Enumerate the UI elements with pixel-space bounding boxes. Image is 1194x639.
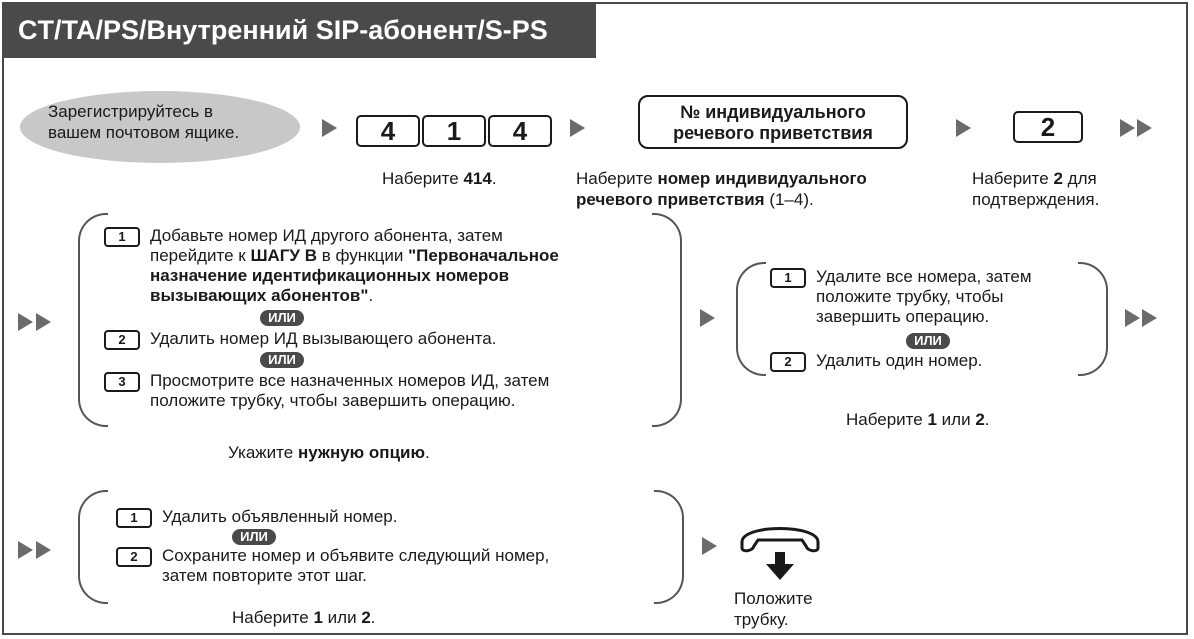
- or-badge: ИЛИ: [232, 529, 276, 545]
- dial-1-or-2-caption: Наберите 1 или 2.: [232, 608, 376, 627]
- dial-414-caption: Наберите 414.: [382, 169, 497, 188]
- double-arrow-icon: [1142, 309, 1157, 327]
- greeting-caption: Наберите номер индивидуального речевого …: [576, 169, 867, 209]
- double-arrow-icon: [18, 541, 33, 559]
- greeting-number-box: № индивидуального речевого приветствия: [638, 95, 908, 149]
- digit-key-3: 4: [488, 115, 552, 147]
- login-line-1: Зарегистрируйтесь в: [48, 102, 213, 121]
- option-key: 1: [770, 268, 806, 288]
- arrow-icon: [700, 309, 715, 327]
- arrow-icon: [322, 119, 337, 137]
- arrow-icon: [570, 119, 585, 137]
- or-badge: ИЛИ: [260, 310, 304, 326]
- double-arrow-icon: [18, 313, 33, 331]
- option-1: 1 Удалите все номера, затем положите тру…: [770, 267, 1090, 329]
- right-bracket: [654, 490, 684, 604]
- page-title: CT/TA/PS/Внутренний SIP-абонент/S-PS: [2, 2, 596, 58]
- option-key: 2: [770, 352, 806, 372]
- double-arrow-icon: [36, 541, 51, 559]
- left-bracket: [736, 262, 766, 376]
- option-1: 1 Добавьте номер ИД другого абонента, за…: [104, 226, 684, 316]
- confirm-caption: Наберите 2 для подтверждения.: [972, 169, 1100, 209]
- digit-key-1: 4: [356, 115, 420, 147]
- login-line-2: вашем почтовом ящике.: [48, 123, 240, 142]
- arrow-icon: [956, 119, 971, 137]
- double-arrow-icon: [1137, 119, 1152, 137]
- arrow-icon: [702, 537, 717, 555]
- option-key: 2: [104, 330, 140, 350]
- double-arrow-icon: [36, 313, 51, 331]
- hang-up-icon: [740, 527, 820, 580]
- option-key: 2: [116, 547, 152, 567]
- option-key: 3: [104, 372, 140, 392]
- double-arrow-icon: [1120, 119, 1135, 137]
- choose-option-caption: Укажите нужную опцию.: [228, 443, 430, 462]
- double-arrow-icon: [1125, 309, 1140, 327]
- login-step: Зарегистрируйтесь в вашем почтовом ящике…: [20, 91, 300, 163]
- or-badge: ИЛИ: [906, 333, 950, 349]
- dial-1-or-2-caption: Наберите 1 или 2.: [846, 410, 990, 429]
- hang-up-caption: Положите трубку.: [734, 589, 813, 629]
- left-bracket: [78, 490, 108, 604]
- option-key: 1: [116, 508, 152, 528]
- confirm-key: 2: [1013, 111, 1083, 143]
- option-key: 1: [104, 227, 140, 247]
- or-badge: ИЛИ: [260, 352, 304, 368]
- digit-key-2: 1: [422, 115, 486, 147]
